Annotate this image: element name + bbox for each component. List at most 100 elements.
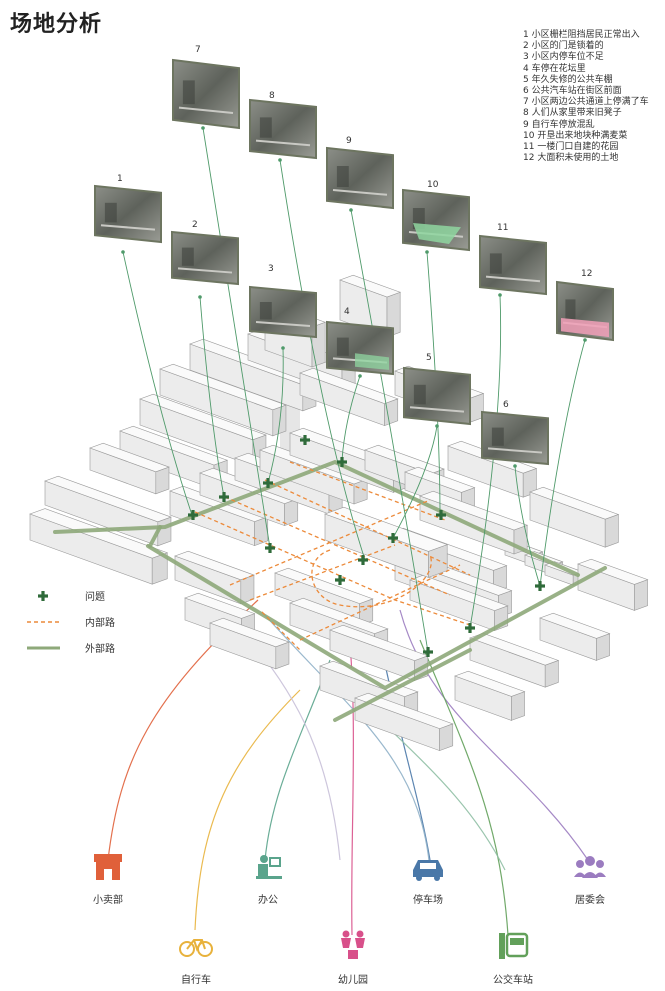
route-curve [264,659,331,861]
building-face-top [339,274,402,298]
person-head [585,856,595,866]
car-wheel [434,875,440,881]
leader-dot [425,250,429,254]
photo-shape [565,299,576,320]
plus-bar [439,510,443,520]
bicycle-icon [179,939,213,957]
legend-label: 外部路 [85,642,115,655]
photo-number: 5 [426,353,432,363]
site-photo: 3 [249,264,317,339]
car-wheel [416,875,422,881]
note-item: 2 小区的门是锁着的 [523,41,604,52]
photo-street-line [487,447,543,454]
building-face-top [89,442,170,473]
building [174,550,255,605]
photo-number: 11 [497,223,508,233]
building-face-top [209,617,290,648]
note-item: 4 车停在花坛里 [523,63,586,74]
leader-line [279,159,366,561]
photo-highlight [561,317,609,338]
note-item: 11 一楼门口自建的花园 [523,142,619,153]
photo-leader-lines [121,126,587,653]
inner-road [311,549,432,608]
bike-wheel [179,941,195,957]
photo-number: 2 [192,220,198,230]
building-face-top [159,363,287,411]
building-face-top [29,508,169,559]
problem-marker [388,533,398,543]
photo-shape [412,208,425,229]
leader-dot [198,295,202,299]
leader-line [350,209,429,653]
photo-shape [491,427,504,446]
outer-road [148,525,162,548]
inner-road [264,479,471,576]
bike-frame [186,939,206,952]
note-item: 9 自行车停放混乱 [523,119,595,130]
facility-label: 幼儿园 [338,973,368,986]
leader-dot [513,464,517,468]
photo-number: 7 [195,45,201,55]
building-face-top [299,367,399,404]
route-curve [261,611,431,871]
plus-bar [303,435,307,445]
facility-label: 小卖部 [93,893,123,906]
building [529,486,620,548]
photo-number: 10 [427,180,439,190]
building-face-top [419,490,529,531]
photo-number: 8 [269,91,275,101]
children-icon [341,930,365,959]
problem-marker [219,492,229,502]
building-face-side [604,514,619,548]
facility-label: 公交车站 [493,973,533,986]
child-head [342,930,350,938]
child-body [341,938,351,948]
person-head [596,860,604,868]
bus-body [505,932,529,958]
facility-label: 办公 [258,893,278,906]
monitor [269,857,281,867]
bus-stop-icon [499,932,529,959]
leader-dot [201,126,205,130]
plus-bar [268,543,272,553]
person-body [582,872,598,878]
facility-icons: 小卖部办公停车场居委会自行车幼儿园公交车站 [93,854,606,986]
building [299,367,399,427]
worker-body [258,864,268,876]
shop-door [104,869,112,880]
facility-label: 自行车 [181,973,211,986]
site-photo: 12 [556,269,614,342]
photo-shape [104,202,117,223]
leader-dot [278,158,282,162]
photo-street-line [178,106,234,115]
inner-road [261,611,301,651]
bus-window [510,938,524,945]
note-item: 8 人们从家里带来旧凳子 [523,108,622,119]
route-curve [399,609,589,861]
problem-notes-list: 1 小区栅栏阻挡居民正常出入 2 小区的门是锁着的 3 小区内停车位不足 4 车… [523,30,649,164]
photo-number: 3 [268,264,274,274]
photo-shape [182,80,195,105]
problem-marker [535,581,545,591]
inner-road [224,496,451,596]
photo-number: 1 [117,174,123,184]
photo-street-line [485,275,541,283]
plus-bar [468,623,472,633]
building-face-top [174,550,255,581]
building [539,612,611,661]
building-face-top [139,393,267,441]
leader-dot [583,338,587,342]
plus-bar [41,591,45,601]
people-icon [574,856,606,878]
outer-road [333,648,472,722]
leader-dot [358,374,362,378]
note-item: 6 公共汽车站在街区前面 [523,86,622,97]
facility-label: 停车场 [413,893,443,906]
note-item: 7 小区两边公共通道上停满了车 [523,97,649,108]
building-face-top [274,567,374,604]
building-face-top [364,444,445,475]
building-face-top [577,558,649,585]
site-photo: 5 [403,353,471,426]
photo-street-line [332,189,388,196]
child-body [355,938,365,948]
